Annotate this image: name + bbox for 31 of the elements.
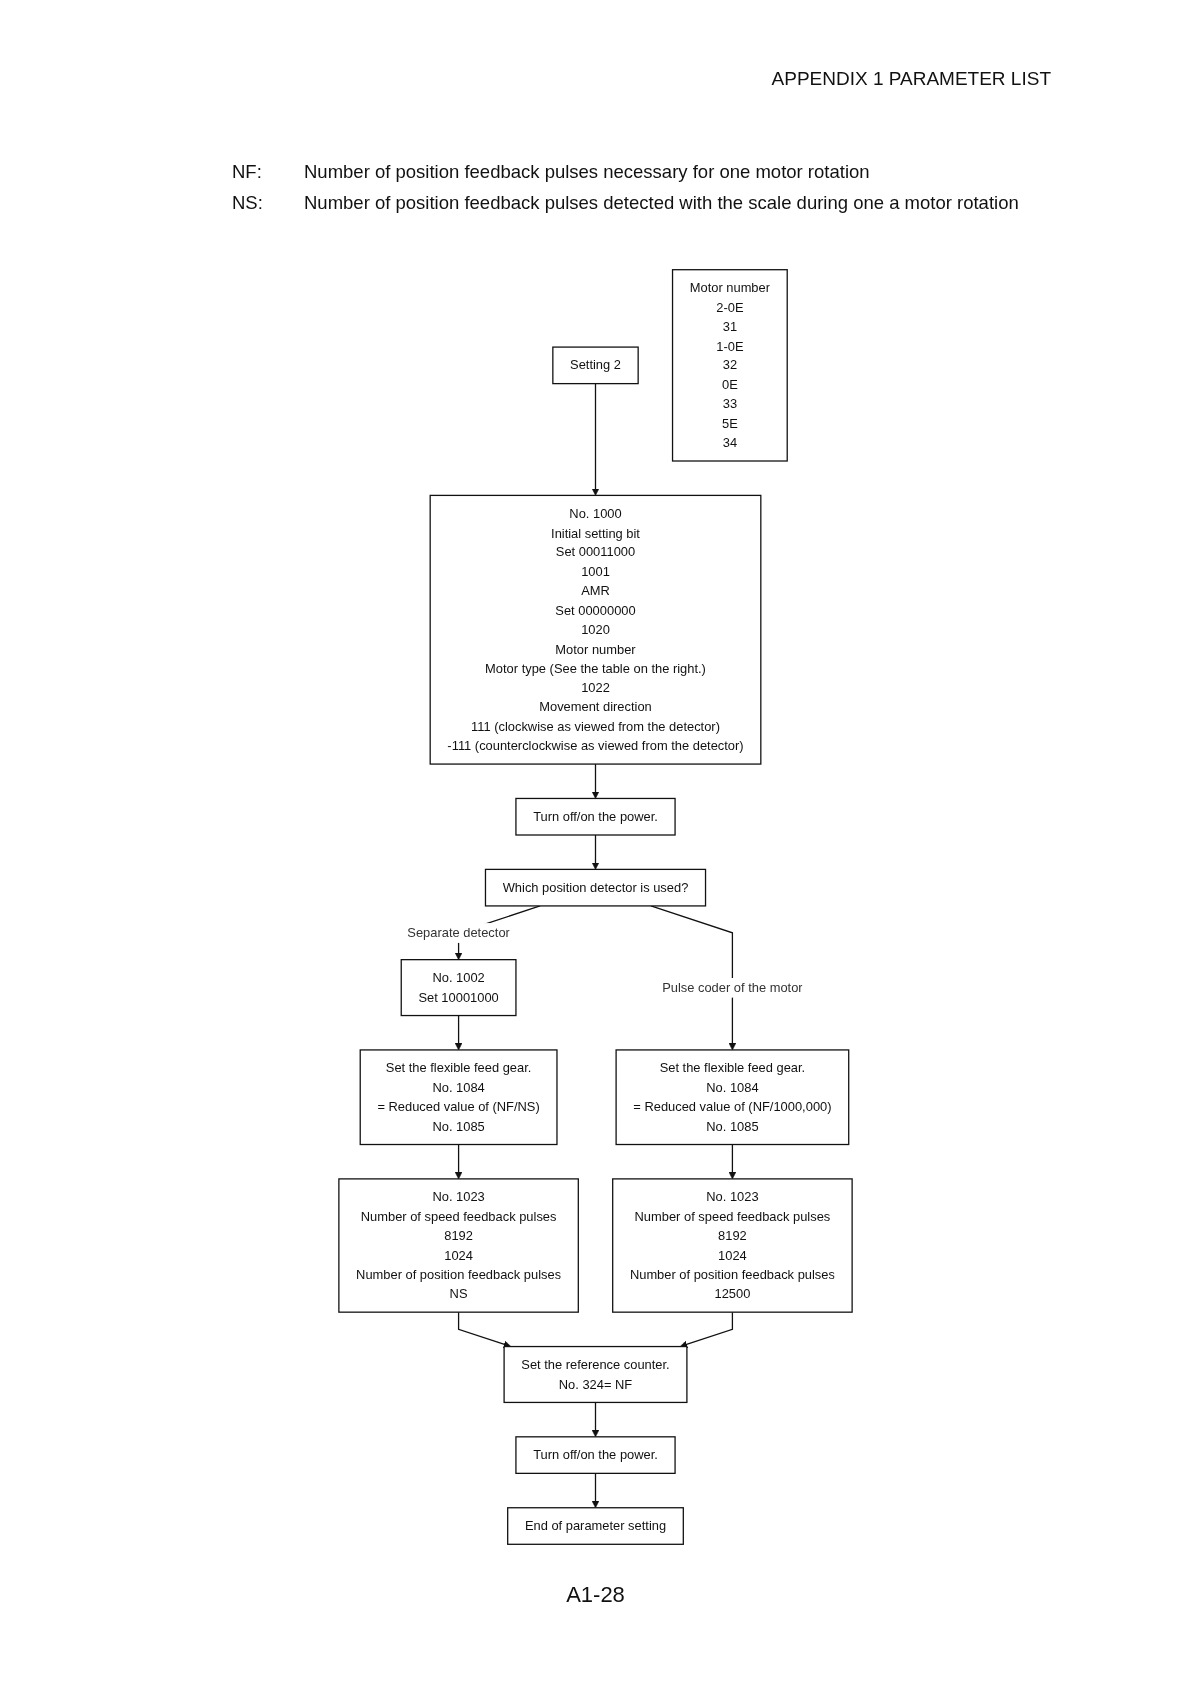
node-box: No. 1023 Number of speed feedback pulses 8192 1024 Number of position feedback pulses NS bbox=[337, 1178, 579, 1313]
definition-text: Number of position feedback pulses detected with the scale during one a motor rotation bbox=[304, 191, 1019, 213]
node-box: Which position detector is used? bbox=[484, 868, 706, 907]
node-box: Set the reference counter. No. 324= NF bbox=[502, 1345, 688, 1404]
page-number: A1-28 bbox=[566, 1582, 625, 1608]
definition-text: Number of position feedback pulses necessary for one motor rotation bbox=[304, 161, 870, 182]
node-box: No. 1023 Number of speed feedback pulses 8192 1024 Number of position feedback pulses 12500 bbox=[611, 1178, 853, 1313]
arrow bbox=[679, 1311, 733, 1348]
node-box: Motor number 2-0E 31 1-0E 32 0E 33 5E 34 bbox=[671, 269, 788, 462]
arrow bbox=[591, 383, 599, 496]
arrow bbox=[591, 1401, 599, 1438]
node-box: Turn off/on the power. bbox=[514, 1436, 676, 1474]
edge-label: Separate detector bbox=[406, 924, 510, 940]
node-box: Setting 2 bbox=[551, 346, 639, 385]
node-box: Set the flexible feed gear. No. 1084 = Reduced value of (NF/NS) No. 1085 bbox=[359, 1049, 558, 1146]
arrow bbox=[591, 1472, 599, 1509]
node-box: No. 1000 Initial setting bit Set 00011000 1001 AMR Set 00000000 1020 Motor number Motor type (See the table on the right.) 1022 Movement direction 111 (clockwise as viewed from the detector) -111 (counterclockwise as viewed from the detector) bbox=[429, 494, 761, 765]
arrow bbox=[454, 1143, 462, 1180]
node-box: Set the flexible feed gear. No. 1084 = Reduced value of (NF/1000,000) No. 1085 bbox=[614, 1049, 849, 1146]
arrow bbox=[457, 1311, 511, 1348]
page-header: APPENDIX 1 PARAMETER LIST bbox=[771, 68, 1051, 89]
arrow bbox=[591, 763, 599, 799]
node-box: No. 1002 Set 10001000 bbox=[400, 959, 517, 1017]
edge-label: Pulse coder of the motor bbox=[661, 979, 803, 995]
definition-term: NF: bbox=[232, 161, 262, 182]
arrow bbox=[728, 1143, 736, 1180]
arrow bbox=[591, 834, 599, 870]
arrow bbox=[454, 1014, 462, 1051]
node-box: Turn off/on the power. bbox=[514, 797, 676, 836]
node-box: End of parameter setting bbox=[506, 1507, 684, 1545]
definition-term: NS: bbox=[232, 191, 263, 213]
